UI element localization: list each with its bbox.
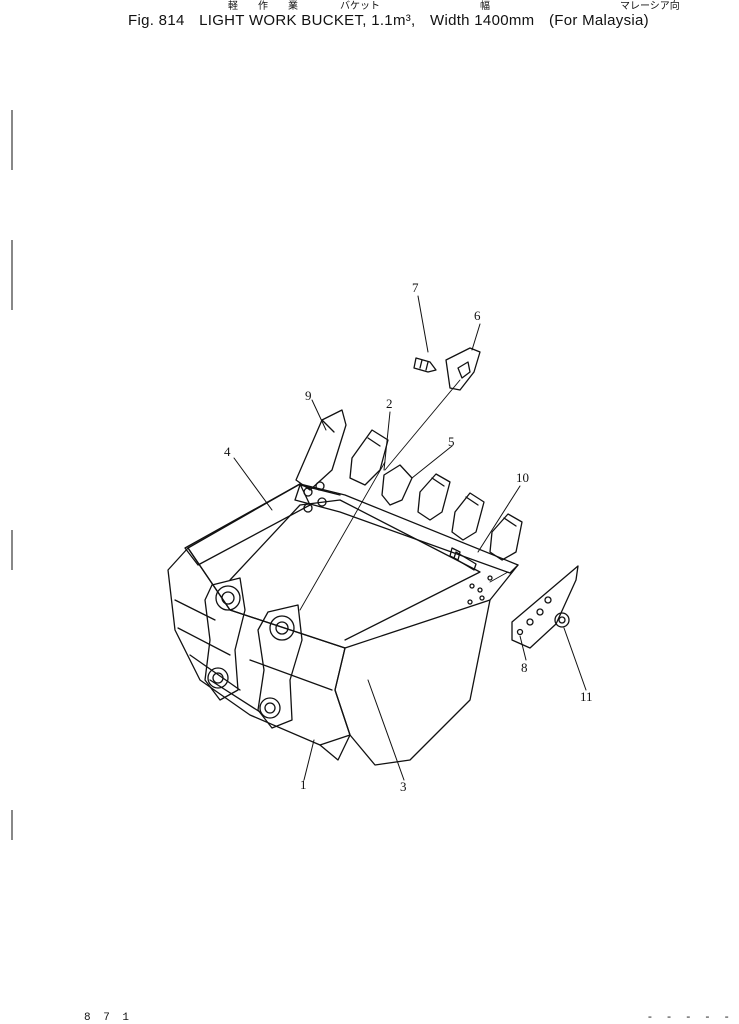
jp-width: 幅 [480, 1, 490, 12]
bucket-teeth-row [349, 429, 523, 561]
jp-job: 業 [288, 1, 298, 12]
figure-number: Fig. 814 [128, 12, 185, 29]
side-cutter-upper [295, 409, 347, 491]
figure-title-market: (For Malaysia) [548, 12, 649, 29]
side-cutter-plate [511, 565, 579, 649]
callout-9: 9 [305, 388, 312, 403]
jp-work: 作 [258, 1, 268, 12]
jp-for-malaysia: マレーシア向 [620, 1, 680, 12]
side-cutter-nut [554, 612, 570, 628]
callout-7: 7 [412, 280, 419, 295]
side-cutter-bolt [449, 547, 477, 571]
callout-3: 3 [400, 779, 407, 794]
page-number: 8 7 1 [84, 1012, 133, 1024]
jp-light: 軽 [228, 1, 238, 12]
page-code: - - - - - [646, 1012, 733, 1024]
callout-5: 5 [448, 434, 455, 449]
callout-1: 1 [300, 777, 307, 792]
callout-8: 8 [521, 660, 528, 675]
tooth-point [445, 347, 481, 391]
tooth-pin [413, 357, 437, 373]
japanese-title-row: 軽 作 業 バケット 幅 マレーシア向 [0, 0, 739, 14]
figure-title-main: LIGHT WORK BUCKET, 1.1m³, [199, 12, 416, 29]
callout-labels: 1 2 3 4 5 6 7 8 9 10 11 [224, 280, 593, 794]
bucket-body [167, 481, 519, 766]
bucket-bracket [204, 577, 303, 729]
leader-lines [233, 295, 587, 781]
callout-2: 2 [386, 396, 393, 411]
callout-11: 11 [580, 689, 593, 704]
scan-edge-marks [11, 110, 13, 840]
jp-bucket: バケット [340, 1, 380, 12]
callout-6: 6 [474, 308, 481, 323]
callout-10: 10 [516, 470, 529, 485]
figure-title-width: Width 1400mm [429, 12, 535, 29]
callout-4: 4 [224, 444, 231, 459]
figure-title: Fig. 814 LIGHT WORK BUCKET, 1.1m³, Width… [128, 12, 728, 29]
